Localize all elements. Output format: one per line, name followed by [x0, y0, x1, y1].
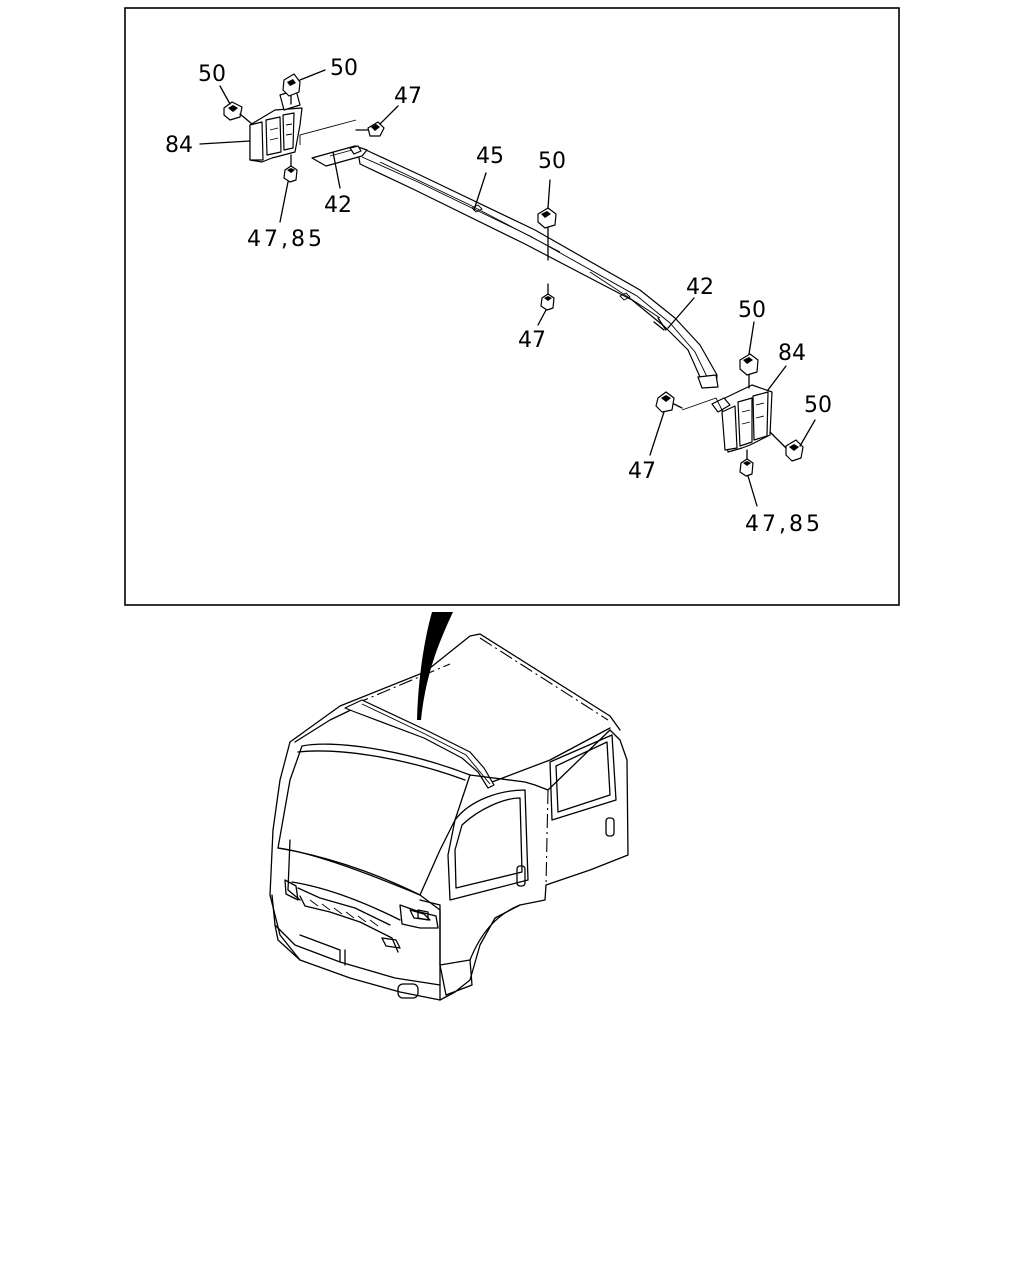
roof-molding [357, 149, 719, 389]
callout-47: 47 [394, 84, 422, 109]
detail-pointer [417, 612, 453, 720]
callout-42: 42 [324, 193, 352, 218]
callout-50: 50 [738, 298, 766, 323]
bracket-left [249, 89, 303, 163]
callout-50: 50 [330, 56, 358, 81]
callout-50: 50 [538, 149, 566, 174]
callout-45: 45 [476, 144, 504, 169]
callout-50: 50 [804, 393, 832, 418]
callout-84: 84 [165, 133, 193, 158]
bracket-right [711, 384, 773, 453]
callout-50: 50 [198, 62, 226, 87]
truck-cab [269, 633, 629, 1001]
callout-47-85: 47,85 [745, 512, 823, 537]
callout-47: 47 [518, 328, 546, 353]
molding-end-left [311, 145, 368, 167]
callout-47-85: 47,85 [247, 227, 325, 252]
screw-47-right [655, 391, 675, 413]
detail-frame [124, 7, 900, 606]
callout-47: 47 [628, 459, 656, 484]
callout-84: 84 [778, 341, 806, 366]
callout-42: 42 [686, 275, 714, 300]
